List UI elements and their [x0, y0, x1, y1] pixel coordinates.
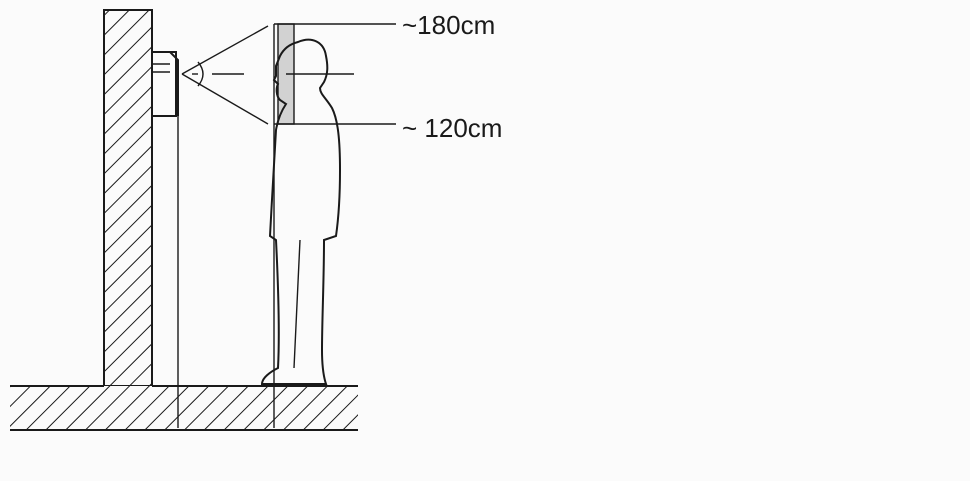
floor — [10, 385, 358, 431]
height-label-120cm: ~ 120cm — [402, 113, 502, 143]
door-station-camera-icon — [151, 51, 179, 117]
height-label-180cm: ~180cm — [402, 10, 495, 40]
camera-view-cone — [181, 25, 269, 125]
wall — [103, 9, 153, 387]
person-silhouette-icon — [260, 38, 342, 385]
